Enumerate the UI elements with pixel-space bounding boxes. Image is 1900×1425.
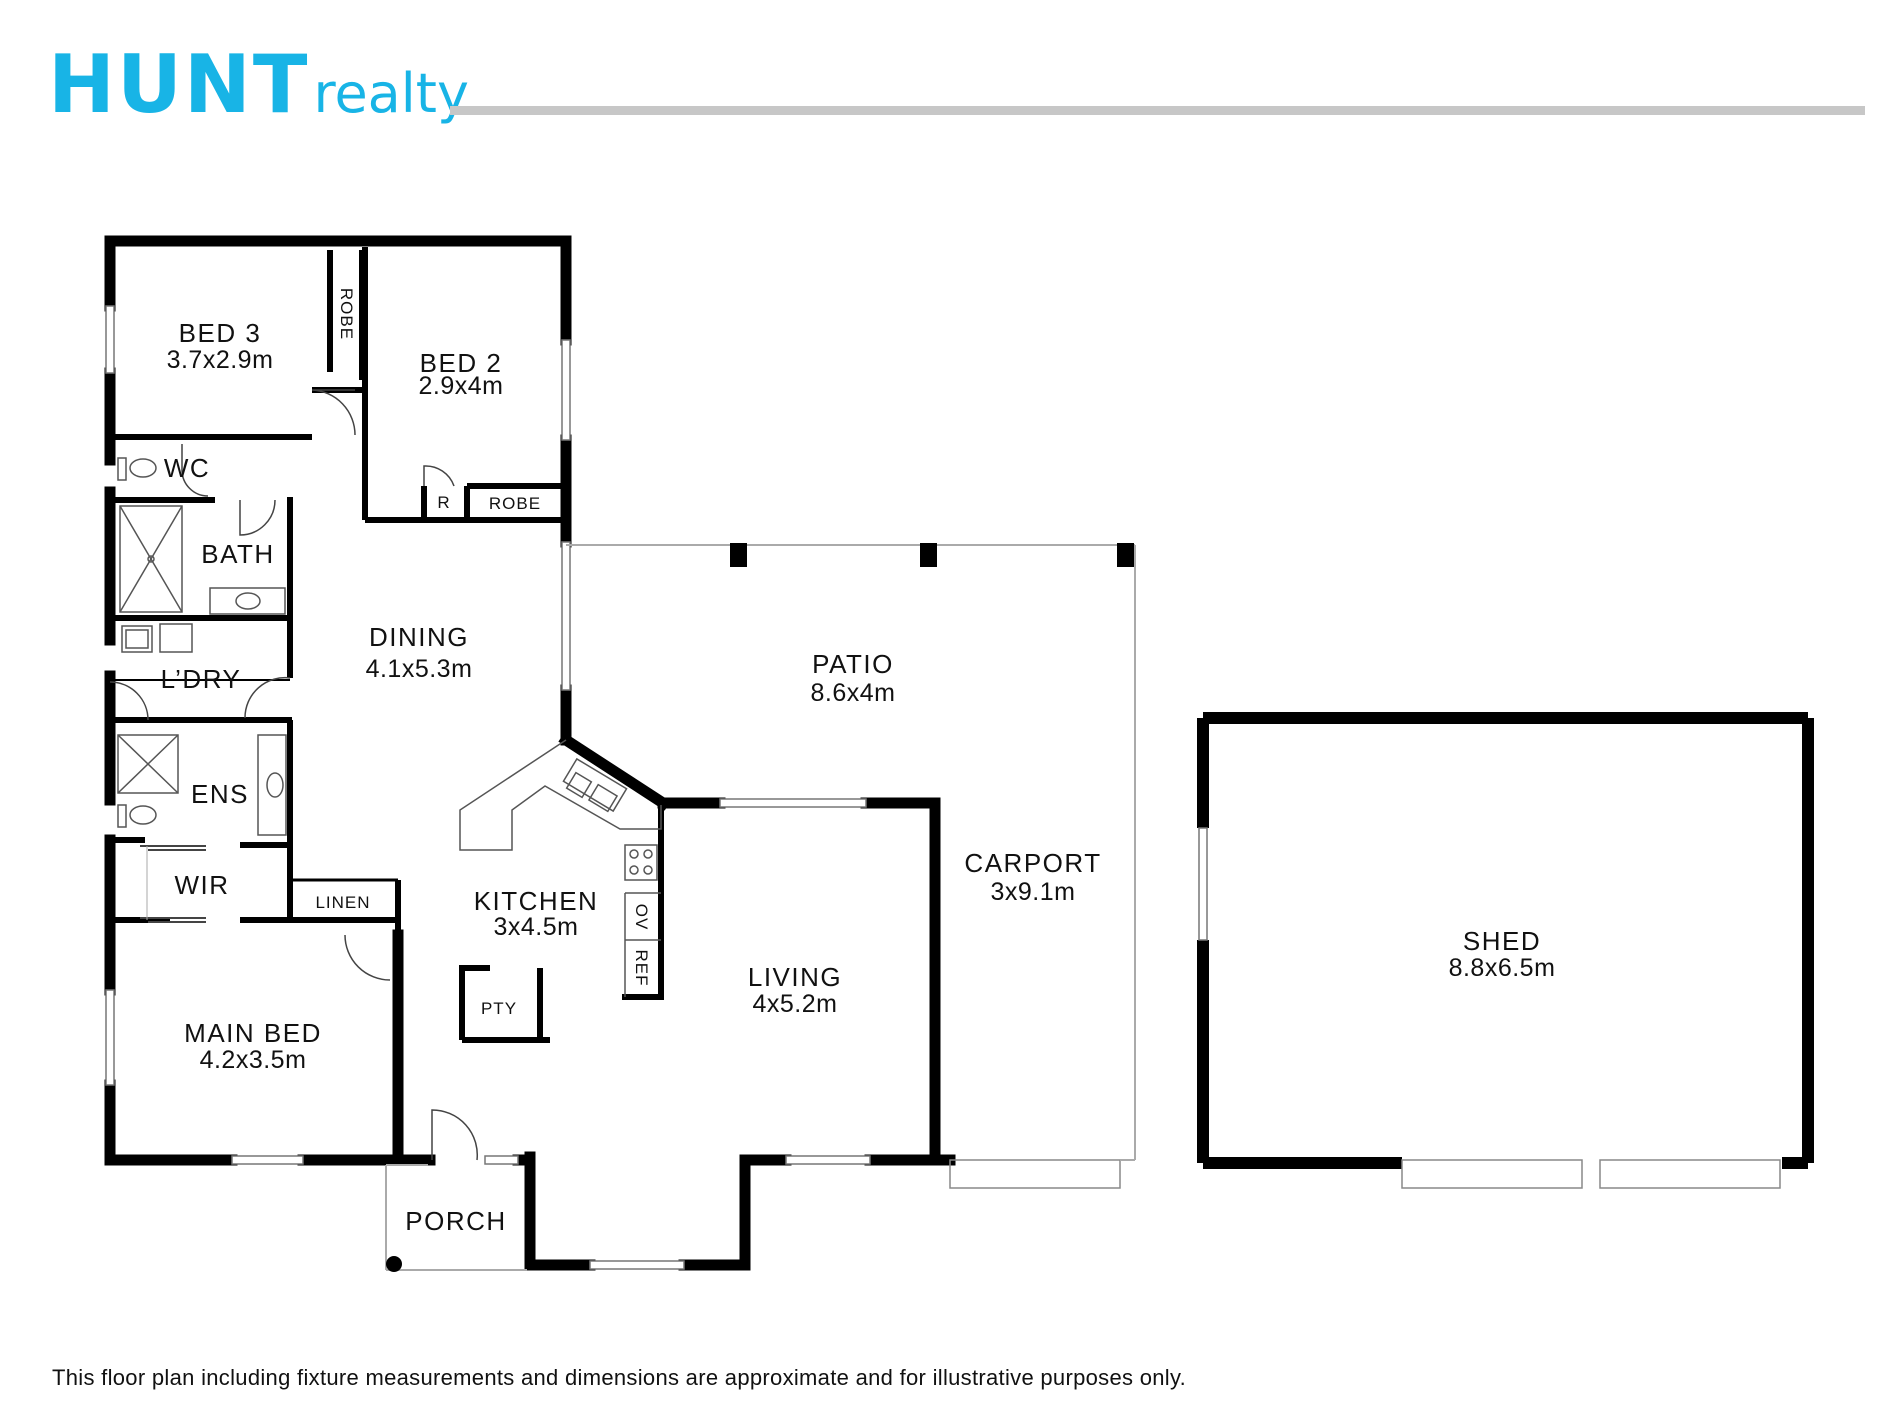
room-name-bed2: BED 2 <box>420 348 503 378</box>
patio-posts <box>386 543 1134 1272</box>
fixture-fridge: REF <box>632 950 651 987</box>
room-name-laundry: L’DRY <box>161 664 242 694</box>
bathroom-fixtures <box>117 457 287 836</box>
header-divider <box>450 106 1865 115</box>
room-name-shed: SHED <box>1463 926 1541 956</box>
room-name-linen: LINEN <box>315 893 370 912</box>
outdoor-outlines <box>385 544 1136 1271</box>
room-size-bed3: 3.7x2.9m <box>167 346 274 374</box>
room-name-dining: DINING <box>369 622 469 652</box>
room-name-ensuite: ENS <box>191 779 249 809</box>
brand-name-light: realty <box>313 62 469 125</box>
room-size-shed: 8.8x6.5m <box>1449 954 1556 982</box>
room-name-patio: PATIO <box>812 649 894 679</box>
room-labels: BED 3 3.7x2.9m BED 2 2.9x4m WC BATH L’DR… <box>161 288 1556 1236</box>
room-name-wir: WIR <box>174 870 229 900</box>
brand-logo[interactable]: HUNTrealty <box>48 38 469 131</box>
kitchen-fixtures <box>459 739 662 997</box>
garage-doors <box>949 1159 1781 1189</box>
room-size-bed2: 2.9x4m <box>419 372 504 400</box>
brand-name-bold: HUNT <box>48 38 310 131</box>
room-name-carport: CARPORT <box>964 848 1101 878</box>
room-name-bath: BATH <box>201 539 274 569</box>
door-swings <box>109 389 479 1161</box>
room-name-bed3: BED 3 <box>179 318 262 348</box>
shed-walls <box>1197 712 1814 1169</box>
room-name-kitchen: KITCHEN <box>474 886 599 916</box>
room-size-carport: 3x9.1m <box>991 878 1076 906</box>
room-size-living: 4x5.2m <box>753 990 838 1018</box>
fixture-r-bed2: R <box>437 493 450 512</box>
disclaimer: This floor plan including fixture measur… <box>52 1365 1187 1390</box>
room-name-living: LIVING <box>748 962 842 992</box>
room-name-pantry: PTY <box>481 999 517 1018</box>
room-size-patio: 8.6x4m <box>811 679 896 707</box>
fixture-robe-bed3: ROBE <box>337 288 356 340</box>
room-name-wc: WC <box>164 453 210 483</box>
room-name-main-bed: MAIN BED <box>184 1018 322 1048</box>
room-size-main-bed: 4.2x3.5m <box>200 1046 307 1074</box>
windows <box>105 305 1208 1270</box>
header: HUNTrealty <box>0 0 1900 140</box>
fixture-robe-bed2: ROBE <box>489 494 541 513</box>
sliding-doors <box>140 845 206 923</box>
exterior-walls <box>104 235 956 1271</box>
room-size-kitchen: 3x4.5m <box>494 913 579 941</box>
room-size-dining: 4.1x5.3m <box>366 655 473 683</box>
room-name-porch: PORCH <box>405 1206 506 1236</box>
fixture-oven: OV <box>632 904 651 931</box>
